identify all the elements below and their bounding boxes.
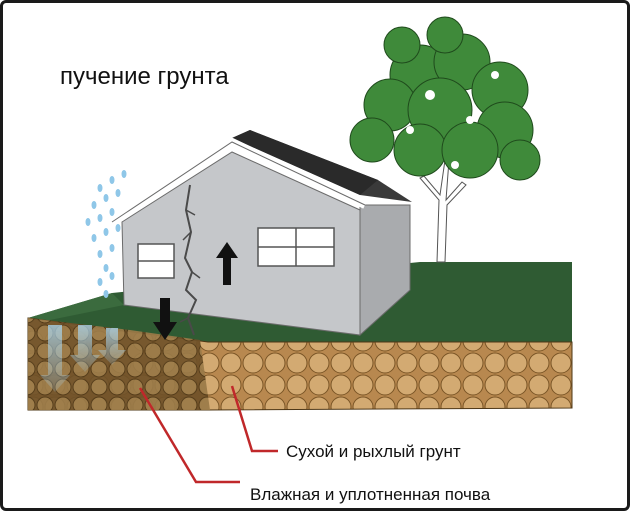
pointer-line-dry: [230, 385, 278, 453]
label-dry-soil: Сухой и рыхлый грунт: [286, 442, 461, 461]
wet-soil-zone: [28, 318, 210, 410]
rain-drops-icon: [85, 170, 127, 298]
up-arrow-icon: [216, 242, 238, 285]
seepage-arrows: [40, 325, 126, 392]
house-icon: [109, 130, 412, 340]
grass-edge: [28, 293, 124, 322]
tree-icon: [349, 16, 541, 263]
diagram-title: пучение грунта: [60, 63, 229, 90]
label-wet-soil: Влажная и уплотненная почва: [250, 485, 491, 504]
window-right: [257, 227, 335, 267]
house-front-wall: [121, 151, 361, 336]
pointer-line-wet: [138, 387, 240, 484]
down-arrow-icon: [153, 298, 177, 340]
window-left: [137, 243, 175, 279]
